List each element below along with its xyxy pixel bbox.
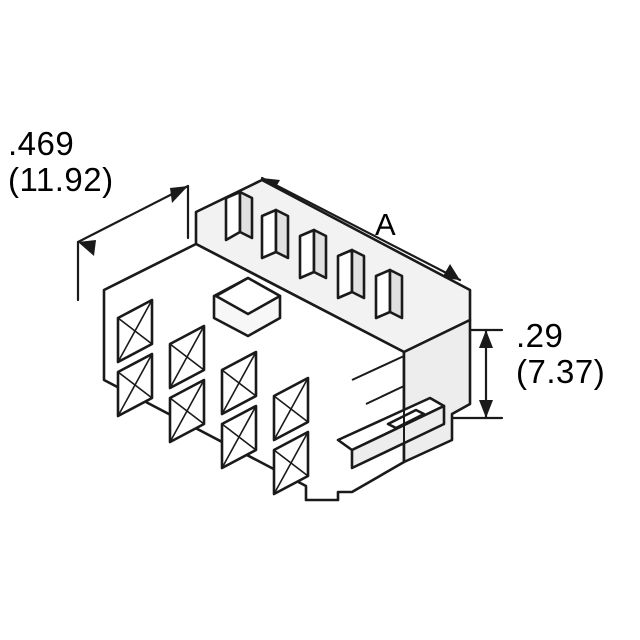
rib-2-side bbox=[274, 208, 290, 260]
cavity-u4-diag2 bbox=[273, 377, 309, 441]
rib-4-side bbox=[350, 248, 366, 300]
cavity-u2-diag2 bbox=[169, 325, 205, 389]
cavity-l1-diag2 bbox=[117, 353, 153, 417]
rib-3-side bbox=[312, 228, 328, 280]
cavity-l4-diag2 bbox=[273, 431, 309, 495]
arrowhead-height-top bbox=[479, 330, 493, 348]
cavity-u3-diag2 bbox=[221, 351, 257, 415]
width-dimension-inch: .469 bbox=[8, 125, 75, 162]
height-dimension-label: .29 (7.37) bbox=[516, 318, 605, 389]
arrowhead-width-right bbox=[170, 186, 188, 203]
rib-2 bbox=[260, 208, 278, 260]
bottom-rail-notch bbox=[386, 408, 426, 430]
dimension-letter-a: A bbox=[375, 207, 397, 242]
rib-3 bbox=[298, 228, 316, 280]
body-crease-1 bbox=[351, 355, 405, 381]
arrowhead-a-right bbox=[442, 264, 460, 280]
height-dimension-inch: .29 bbox=[516, 317, 564, 354]
cavity-u1-diag2 bbox=[117, 299, 153, 363]
rib-4 bbox=[336, 248, 354, 300]
width-dimension-line bbox=[76, 184, 190, 244]
cavity-l3-diag2 bbox=[221, 405, 257, 469]
arrowhead-width-left bbox=[78, 240, 96, 256]
rib-5-side bbox=[388, 268, 404, 320]
rib-5 bbox=[374, 268, 392, 320]
cavity-l2-diag2 bbox=[169, 379, 205, 443]
connector-body bbox=[102, 178, 472, 502]
height-dimension-metric: (7.37) bbox=[516, 352, 606, 390]
rib-1 bbox=[224, 190, 242, 242]
body-crease-2 bbox=[365, 385, 405, 405]
latch-ramp-top bbox=[214, 276, 282, 316]
width-dimension-label: .469 (11.92) bbox=[8, 126, 114, 197]
a-dimension-line bbox=[260, 176, 462, 282]
rib-1-side bbox=[238, 190, 254, 240]
arrowhead-height-bottom bbox=[479, 400, 493, 418]
width-dimension-metric: (11.92) bbox=[8, 160, 114, 198]
